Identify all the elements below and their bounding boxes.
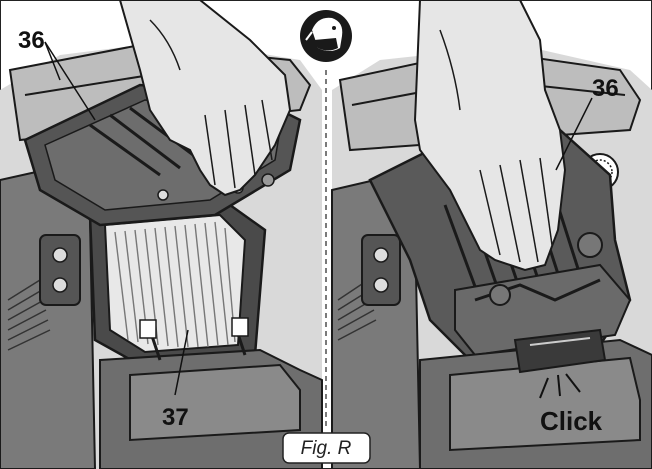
filter-37 [103,213,247,354]
leader-36-left-a [44,41,96,121]
callout-37: 37 [162,404,189,431]
click-indicator [539,373,581,399]
left-hand [118,0,292,197]
leader-37 [174,329,189,396]
leader-36-right [555,97,593,171]
callout-36-right: 36 [592,75,619,102]
figure-caption-text: Fig. R [301,438,352,459]
respirator-mask-icon [300,10,352,62]
click-label: Click [540,406,603,436]
right-panel [331,0,652,469]
leader-36-left-b [44,41,61,81]
figure-caption: Fig. R [282,432,371,464]
latch-handle [513,328,607,374]
callout-36-left: 36 [18,27,45,54]
left-panel [0,0,323,469]
